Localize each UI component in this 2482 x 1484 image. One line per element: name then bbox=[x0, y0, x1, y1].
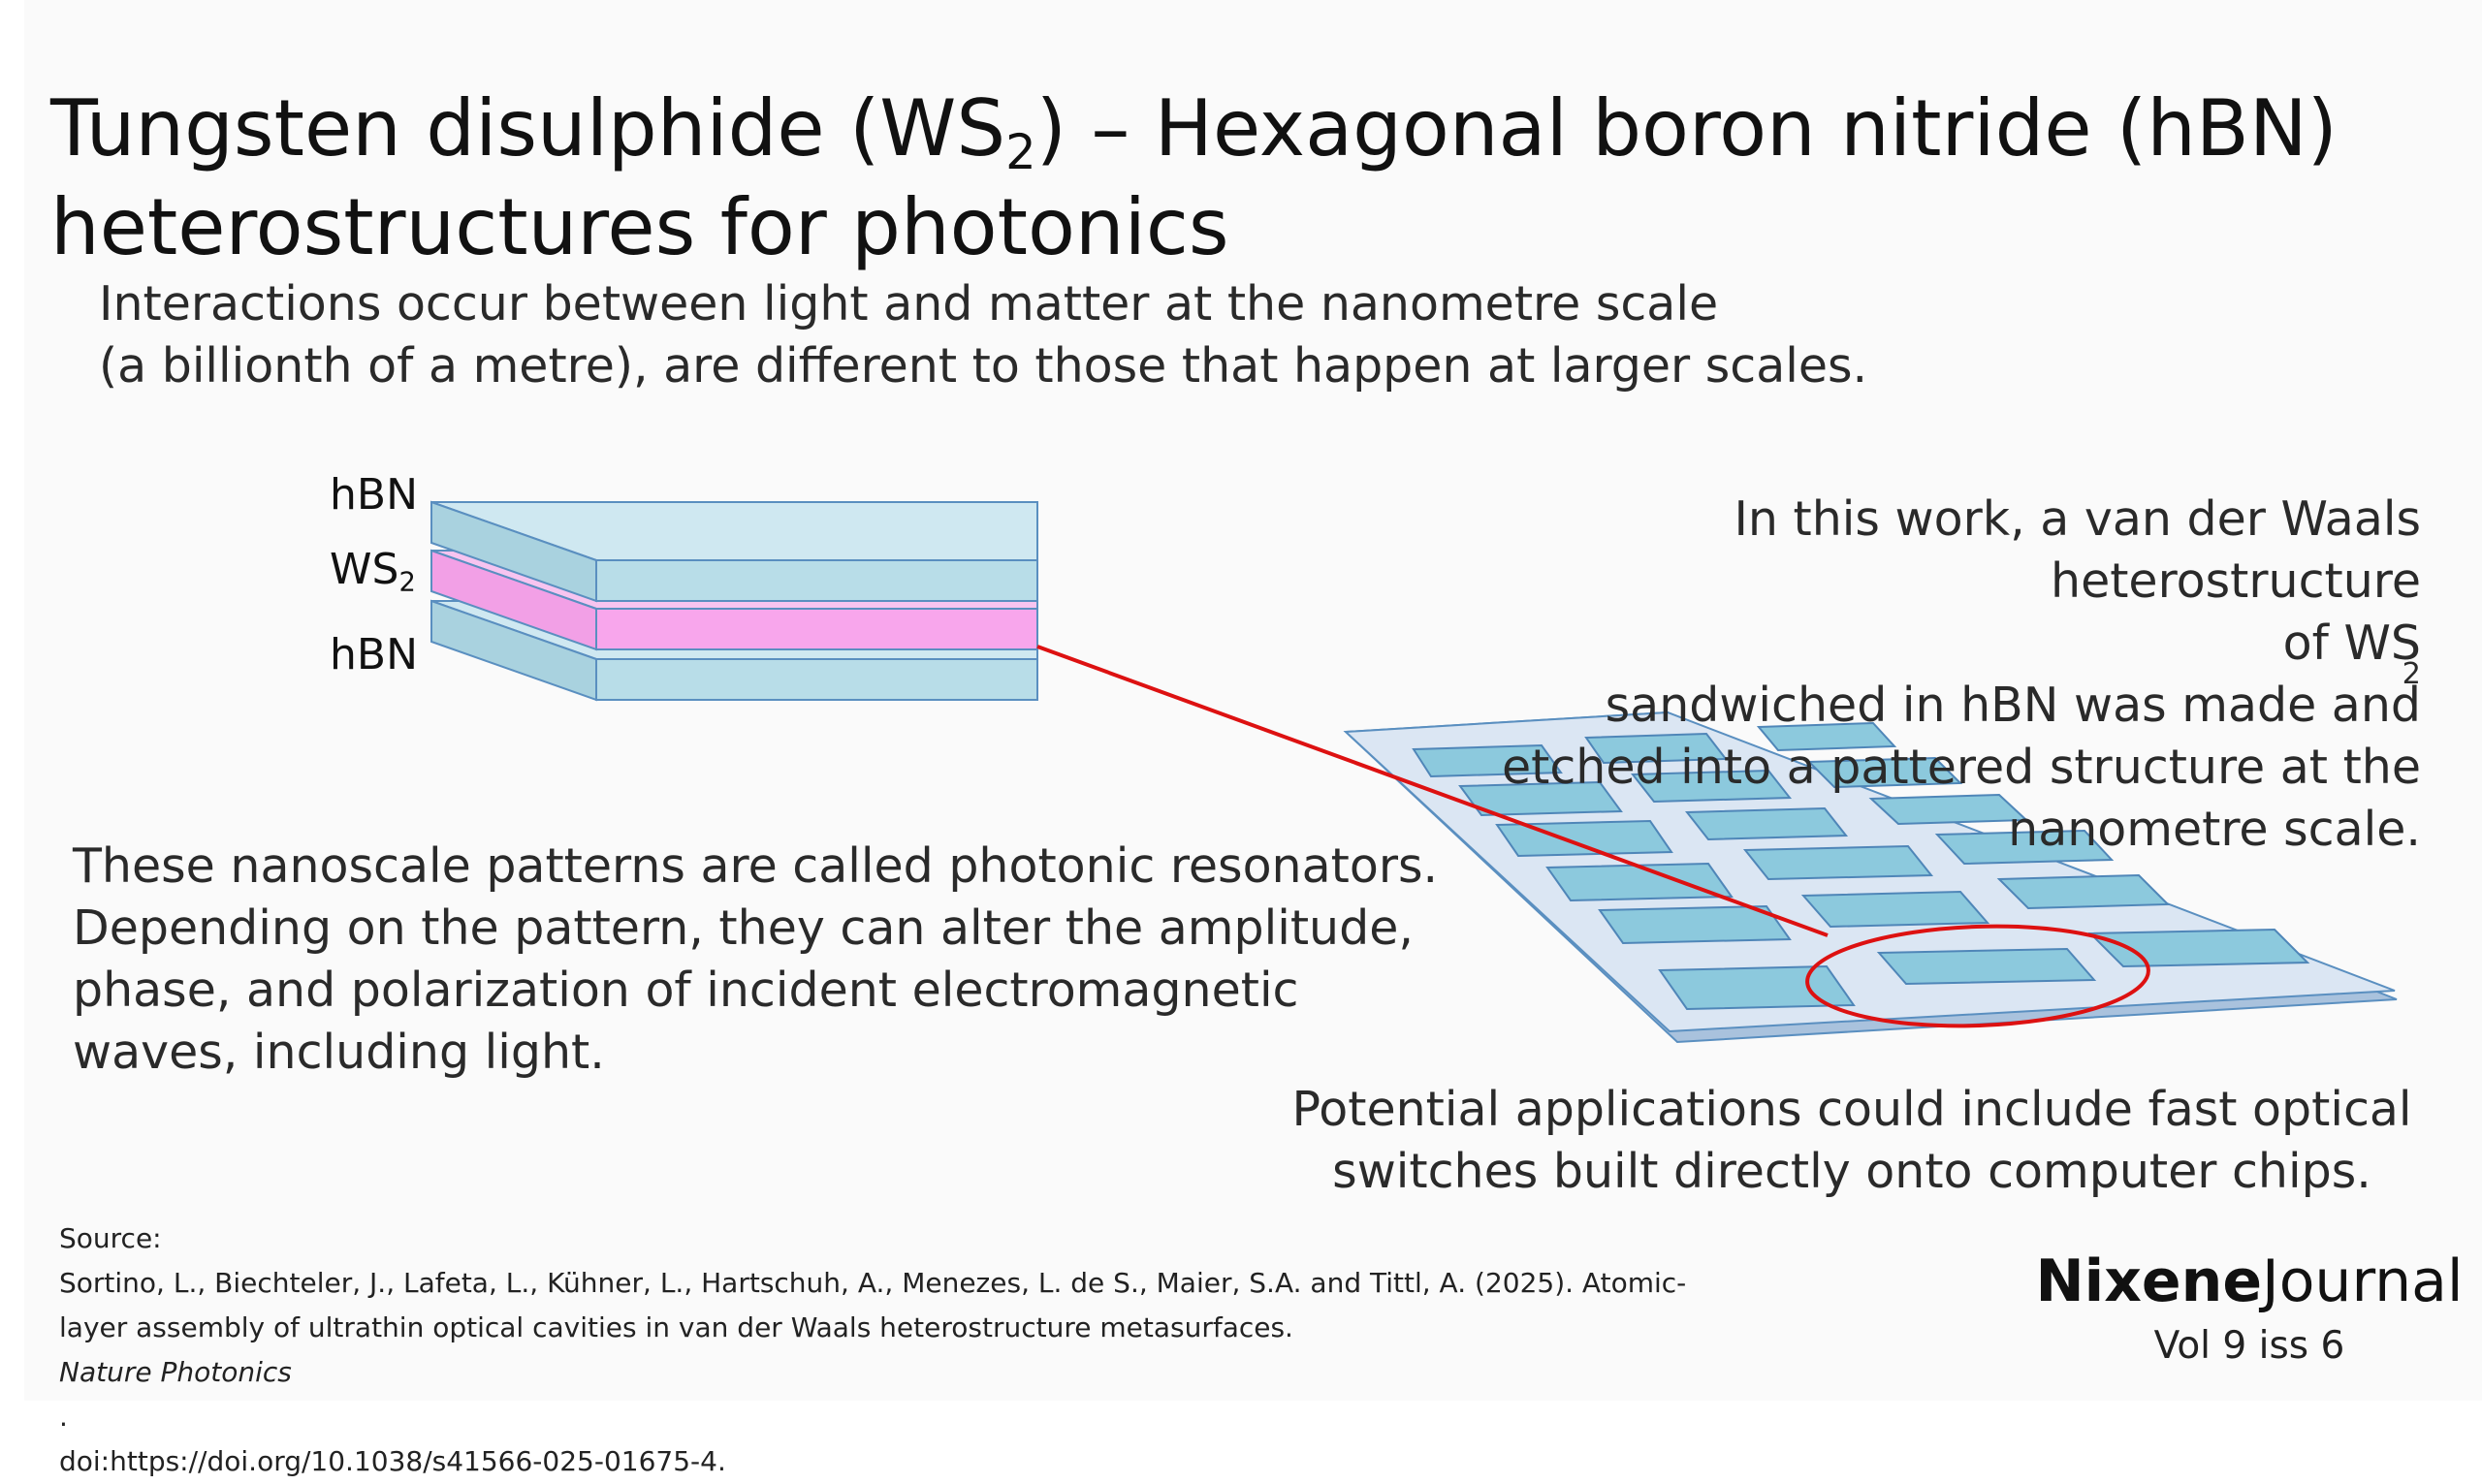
source-citation: Source: Sortino, L., Biechteler, J., Laf… bbox=[59, 1216, 1804, 1484]
source-line2: layer assembly of ultrathin optical cavi… bbox=[59, 1306, 1804, 1439]
resonator bbox=[2087, 928, 2310, 968]
intro-line2: (a billionth of a metre), are different … bbox=[99, 338, 1868, 394]
resonator bbox=[1545, 862, 1734, 902]
ws2-front-face bbox=[595, 608, 1038, 650]
resonators-line3: phase, and polarization of incident elec… bbox=[73, 963, 1299, 1018]
applications-line1: Potential applications could include fas… bbox=[1291, 1082, 2412, 1137]
slide-title: Tungsten disulphide (WS2) – Hexagonal bo… bbox=[50, 79, 2435, 277]
applications-line2: switches built directly onto computer ch… bbox=[1332, 1144, 2371, 1199]
resonator bbox=[1868, 793, 2029, 826]
source-doi: doi:https://doi.org/10.1038/s41566-025-0… bbox=[59, 1445, 726, 1477]
resonator bbox=[1996, 873, 2171, 910]
brand-block: NixeneJournal Vol 9 iss 6 bbox=[2017, 1246, 2482, 1373]
source-line2-text: layer assembly of ultrathin optical cavi… bbox=[59, 1311, 1293, 1343]
work-line3: etched into a pattered structure at the bbox=[1502, 740, 2421, 795]
top-hbn-front-face bbox=[595, 559, 1038, 602]
resonator bbox=[1934, 829, 2115, 866]
resonator bbox=[1876, 947, 2097, 986]
resonator bbox=[1598, 904, 1792, 945]
resonators-line2: Depending on the pattern, they can alter… bbox=[73, 900, 1414, 956]
applications-text: Potential applications could include fas… bbox=[1260, 1079, 2443, 1203]
source-journal: Nature Photonics bbox=[59, 1356, 292, 1388]
brand-name-bold: Nixene bbox=[2035, 1247, 2263, 1315]
resonator bbox=[1584, 732, 1728, 765]
work-line2-part2: sandwiched in hBN was made and bbox=[1605, 678, 2421, 733]
label-ws2: WS2 bbox=[330, 545, 416, 596]
label-top-hbn: hBN bbox=[330, 470, 418, 520]
resonators-line4: waves, including light. bbox=[73, 1025, 605, 1080]
resonator bbox=[1630, 769, 1793, 804]
label-bottom-hbn: hBN bbox=[330, 630, 418, 679]
intro-line1: Interactions occur between light and mat… bbox=[99, 276, 1719, 332]
work-description: In this work, a van der Waals heterostru… bbox=[1354, 489, 2421, 861]
source-heading: Source: bbox=[59, 1222, 162, 1254]
title-line2: heterostructures for photonics bbox=[50, 181, 1229, 272]
resonator bbox=[1806, 756, 1963, 789]
highlight-annotation bbox=[1036, 645, 2150, 1028]
work-line4: nanometre scale. bbox=[2008, 802, 2421, 857]
title-part1: Tungsten disulphide (WS bbox=[50, 82, 1006, 174]
resonator-array bbox=[1412, 721, 2310, 1011]
resonator bbox=[1800, 890, 1990, 929]
work-line1: In this work, a van der Waals heterostru… bbox=[1734, 491, 2421, 609]
pointer-line bbox=[1036, 645, 1829, 937]
label-ws2-text: WS bbox=[330, 545, 399, 594]
bottom-hbn-front-face bbox=[595, 658, 1038, 701]
resonator bbox=[1756, 721, 1897, 752]
resonator bbox=[1412, 743, 1563, 778]
title-subscript: 2 bbox=[1005, 123, 1036, 180]
resonator bbox=[1684, 806, 1849, 841]
work-line2-part1: of WS bbox=[2282, 616, 2421, 671]
brand-volume: Vol 9 iss 6 bbox=[2153, 1324, 2345, 1368]
label-ws2-subscript: 2 bbox=[398, 567, 416, 598]
resonators-line1: These nanoscale patterns are called phot… bbox=[73, 838, 1439, 894]
brand-name-regular: Journal bbox=[2262, 1247, 2464, 1315]
title-part2: ) – Hexagonal boron nitride (hBN) bbox=[1035, 82, 2338, 174]
layer-top-hbn bbox=[430, 500, 1038, 603]
brand-logo: NixeneJournal bbox=[2017, 1246, 2482, 1317]
highlight-ellipse bbox=[1805, 924, 2150, 1028]
resonator bbox=[1658, 964, 1856, 1011]
layer-stack bbox=[430, 500, 1038, 702]
source-line2-end: . bbox=[59, 1401, 68, 1433]
heterostructure-diagram bbox=[430, 500, 2398, 1044]
source-line1: Sortino, L., Biechteler, J., Lafeta, L.,… bbox=[59, 1267, 1687, 1299]
resonator bbox=[1742, 844, 1934, 881]
resonators-description: These nanoscale patterns are called phot… bbox=[73, 836, 1488, 1084]
intro-text: Interactions occur between light and mat… bbox=[99, 273, 1941, 397]
slide-background bbox=[24, 0, 2482, 1401]
